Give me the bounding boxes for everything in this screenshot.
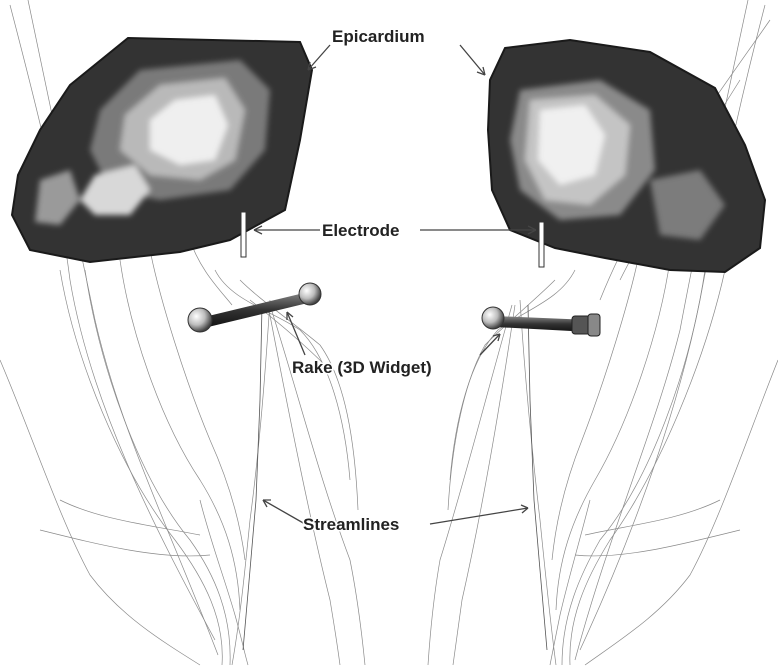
label-streamlines: Streamlines (303, 515, 399, 534)
label-electrode: Electrode (322, 221, 399, 240)
electrode-left (241, 212, 246, 257)
rake-widget-right (482, 307, 600, 336)
label-epicardium: Epicardium (332, 27, 425, 46)
epicardium-surface-left (12, 38, 312, 262)
electrode-right (539, 222, 544, 267)
epicardium-surface-right (488, 40, 765, 272)
rake-widget-left (188, 283, 321, 332)
label-rake: Rake (3D Widget) (292, 358, 432, 377)
